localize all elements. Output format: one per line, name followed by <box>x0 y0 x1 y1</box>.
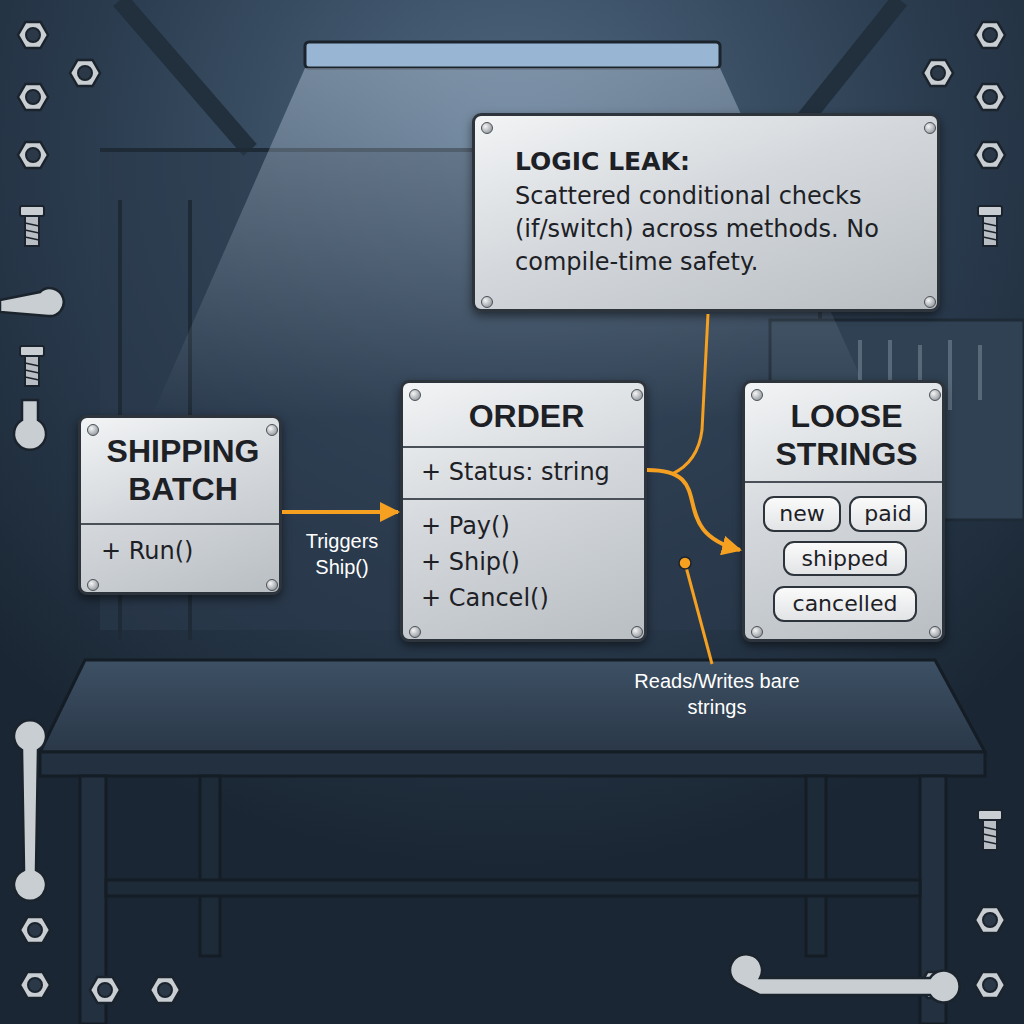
string-text: new <box>765 501 839 527</box>
arrow-connector <box>282 510 398 514</box>
rivet <box>481 296 493 308</box>
method-text: + Ship() <box>421 547 641 577</box>
callout-leader <box>672 314 708 474</box>
rivet <box>266 424 278 436</box>
method-text: + Run() <box>101 536 281 566</box>
method-text: + Pay() <box>421 511 641 541</box>
rivet <box>924 122 936 134</box>
string-value: shipped <box>783 541 907 576</box>
class-title: ORDER <box>403 397 650 435</box>
value-set-box: LOOSE STRINGS newpaid shipped cancelled <box>742 380 945 642</box>
rivet <box>481 122 493 134</box>
class-title: SHIPPING BATCH <box>87 432 279 508</box>
rivet <box>409 626 421 638</box>
string-value: new <box>763 496 841 532</box>
callout-body: Scattered conditional checks (if/switch)… <box>515 180 915 279</box>
compartment-divider <box>81 523 279 525</box>
rivet <box>631 626 643 638</box>
compartment-divider <box>403 498 644 500</box>
edge-label: Reads/Writes bare strings <box>612 668 822 720</box>
rivet <box>87 424 99 436</box>
class-box: SHIPPING BATCH + Run() <box>78 415 282 595</box>
box-title: LOOSE STRINGS <box>749 397 944 473</box>
callout-box: LOGIC LEAK:Scattered conditional checks … <box>472 113 940 312</box>
callout-title: LOGIC LEAK: <box>515 146 915 178</box>
rivet <box>631 389 643 401</box>
compartment-divider <box>745 481 942 483</box>
arrow-connector <box>647 470 740 550</box>
rivet <box>751 626 763 638</box>
method-text: + Cancel() <box>421 583 641 613</box>
rivet <box>266 579 278 591</box>
rivet <box>924 296 936 308</box>
string-value: cancelled <box>773 586 917 622</box>
rivet <box>409 389 421 401</box>
edge-label: Triggers Ship() <box>284 528 400 580</box>
attribute-text: + Status: string <box>421 457 649 487</box>
label-leader <box>685 563 712 664</box>
leader-dot <box>679 557 691 569</box>
string-text: shipped <box>785 546 905 572</box>
compartment-divider <box>403 446 644 448</box>
rivet <box>929 626 941 638</box>
rivet <box>751 389 763 401</box>
rivet <box>929 389 941 401</box>
class-box: ORDER + Status: string + Pay() + Ship() + Ca… <box>400 380 647 642</box>
string-text: paid <box>851 501 925 527</box>
rivet <box>87 579 99 591</box>
string-value: paid <box>849 496 927 532</box>
string-text: cancelled <box>775 591 915 617</box>
